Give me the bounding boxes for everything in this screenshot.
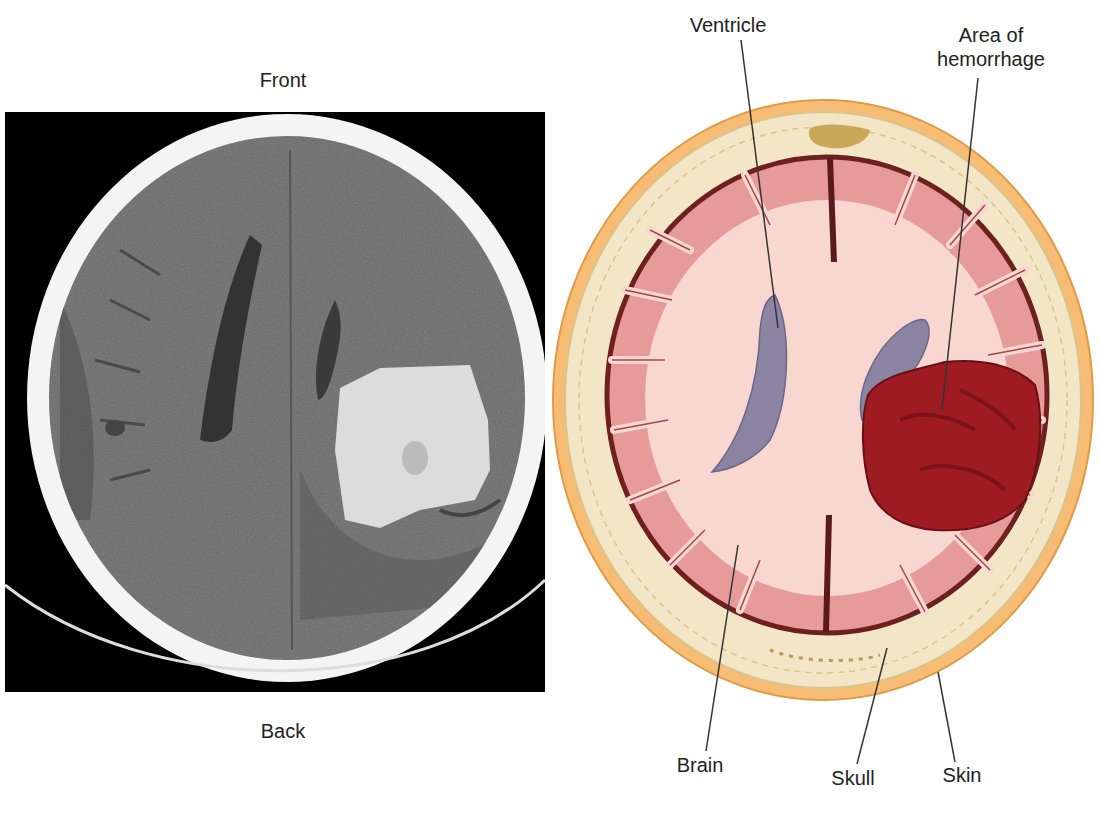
ct-skull [27,114,545,682]
skin-layer [553,100,1093,700]
brain-cortex [607,157,1047,633]
ventricle-shape [712,295,786,472]
part-label: Skull [831,766,874,790]
part-label: Front [260,68,307,92]
skull-layer [565,112,1081,688]
hemorrhage-shape [863,361,1040,530]
ct-ventricle [200,235,262,442]
part-label: Back [261,719,305,743]
longitudinal-fissure [830,158,834,262]
part-label: Area of hemorrhage [929,23,1054,71]
ct-scan [5,112,547,692]
part-label: Ventricle [690,13,767,37]
part-label: Skin [943,763,982,787]
ct-hemorrhage [335,365,490,528]
scanner-table [5,580,545,671]
part-label: Brain [677,753,724,777]
leader-lines [706,40,978,764]
brain-illustration [553,40,1093,764]
